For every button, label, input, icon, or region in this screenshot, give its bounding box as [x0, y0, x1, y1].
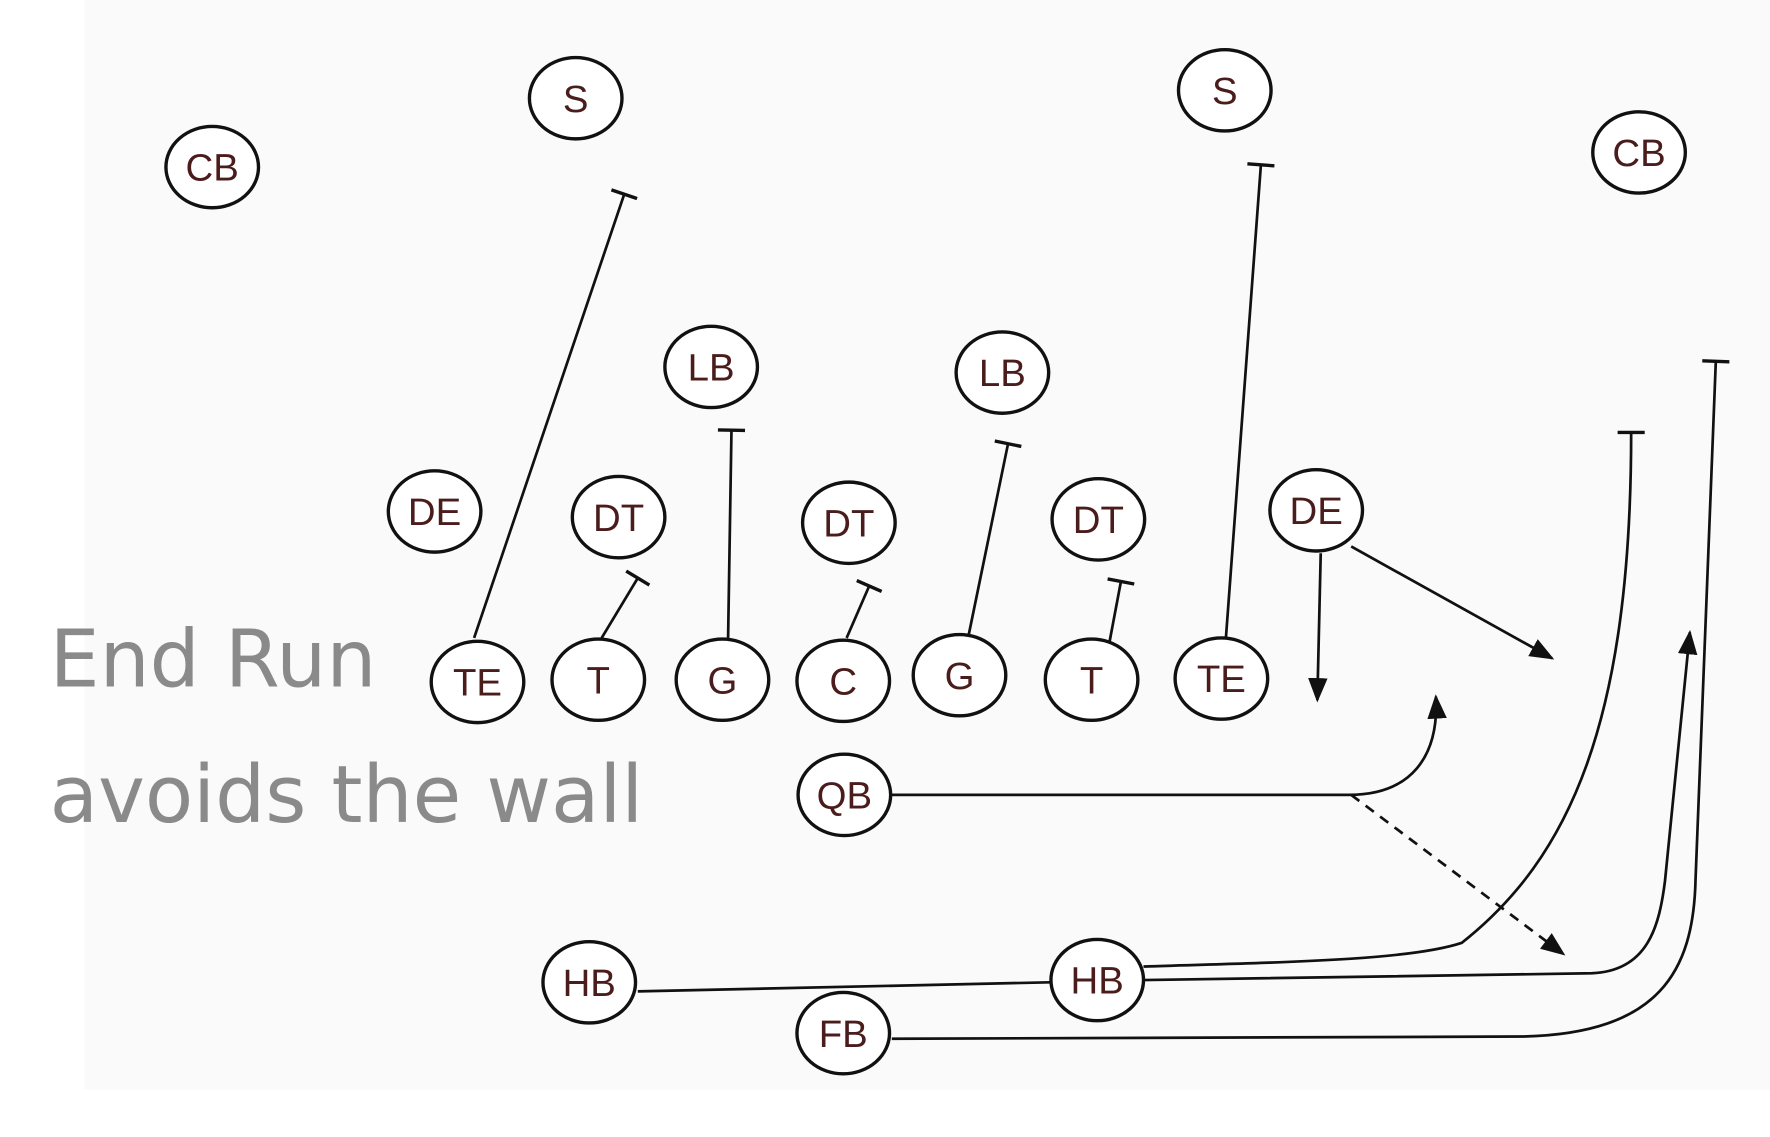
player-label: G — [945, 655, 975, 698]
player-label: HB — [1071, 960, 1124, 1003]
player-de-6: DE — [388, 471, 481, 552]
player-s-1: S — [529, 58, 622, 139]
player-lb-5: LB — [956, 332, 1049, 413]
player-label: DT — [593, 497, 644, 540]
caption-line-1: End Run — [50, 613, 377, 705]
player-label: G — [708, 659, 738, 702]
player-qb-18: QB — [798, 754, 891, 835]
player-label: CB — [1612, 132, 1665, 175]
player-cb-3: CB — [1593, 112, 1686, 193]
player-de-10: DE — [1270, 470, 1363, 551]
player-label: DT — [823, 502, 874, 545]
player-hb-19: HB — [543, 942, 636, 1023]
player-dt-8: DT — [803, 482, 896, 563]
player-c-14: C — [797, 640, 890, 721]
caption-line-2: avoids the wall — [50, 749, 644, 841]
player-label: TE — [1197, 658, 1246, 701]
player-label: DT — [1073, 499, 1124, 542]
player-label: S — [1212, 70, 1238, 113]
player-label: T — [587, 659, 610, 702]
player-label: CB — [186, 147, 239, 190]
player-label: LB — [688, 347, 735, 390]
player-label: C — [829, 660, 857, 703]
player-label: TE — [453, 662, 502, 705]
player-hb-20: HB — [1051, 939, 1144, 1020]
fb-route-block-cap — [1702, 361, 1729, 362]
player-lb-4: LB — [665, 326, 758, 407]
player-t-16: T — [1045, 639, 1138, 720]
player-label: DE — [408, 491, 461, 534]
field-background — [85, 0, 1770, 1090]
player-label: LB — [979, 352, 1026, 395]
player-label: DE — [1290, 490, 1343, 533]
player-cb-0: CB — [166, 126, 259, 207]
player-g-13: G — [676, 639, 769, 720]
player-fb-21: FB — [797, 992, 890, 1073]
player-s-2: S — [1178, 50, 1271, 131]
player-dt-7: DT — [572, 476, 665, 557]
player-te-11: TE — [431, 641, 524, 722]
player-g-15: G — [913, 635, 1006, 716]
player-label: HB — [563, 962, 616, 1005]
player-te-17: TE — [1175, 638, 1268, 719]
block-te-right-block-cap — [1247, 164, 1274, 166]
player-t-12: T — [552, 639, 645, 720]
player-dt-9: DT — [1052, 479, 1145, 560]
player-label: QB — [817, 775, 872, 818]
player-label: S — [563, 78, 589, 121]
player-label: FB — [819, 1013, 868, 1056]
player-label: T — [1080, 659, 1103, 702]
